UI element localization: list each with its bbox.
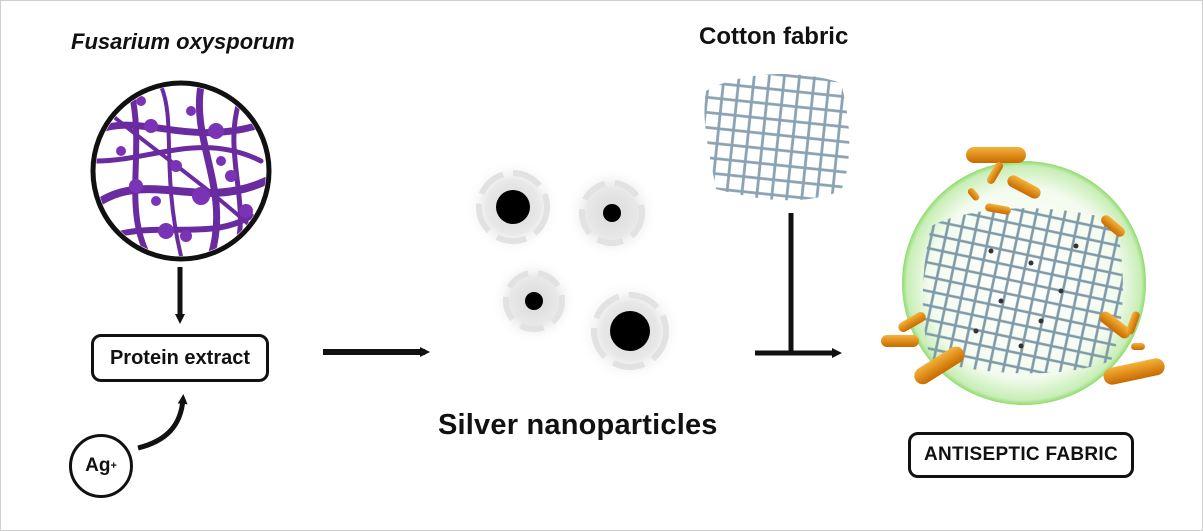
protein-extract-box: Protein extract [91, 334, 269, 382]
silver-ion-label: Ag [85, 455, 111, 476]
nanoparticle-cluster [465, 159, 682, 383]
fungus-micrograph [90, 80, 272, 262]
antiseptic-fabric-label: ANTISEPTIC FABRIC [923, 444, 1119, 465]
arrow-ag-to-extract [137, 394, 188, 451]
fungus-species-label: Fusarium oxysporum [71, 29, 295, 54]
antiseptic-fabric-box: ANTISEPTIC FABRIC [908, 432, 1134, 478]
cotton-fabric-label: Cotton fabric [699, 23, 849, 50]
protein-extract-label: Protein extract [109, 346, 251, 369]
antiseptic-fabric-illustration [881, 147, 1165, 405]
cotton-fabric-swatch [704, 73, 850, 201]
silver-nanoparticles-label: Silver nanoparticles [438, 409, 718, 441]
arrow-fabric-to-result [788, 213, 842, 358]
silver-ion-charge: + [110, 460, 117, 472]
silver-ion-node: Ag+ [69, 434, 133, 498]
